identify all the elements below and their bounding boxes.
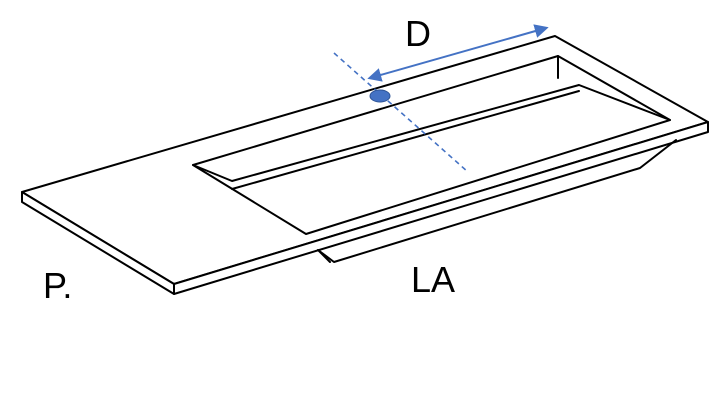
depth-label: D — [405, 13, 431, 54]
double-arrow-icon — [367, 24, 549, 82]
basin-inner-bottom — [231, 90, 580, 190]
slab-side-edge — [173, 121, 709, 295]
side-label: P. — [43, 265, 73, 306]
bowl-underside-left — [317, 249, 331, 263]
drain-hole-icon — [369, 89, 391, 103]
bowl-underside-front — [317, 139, 677, 263]
dashed-axis-line — [333, 52, 469, 173]
width-label: LA — [411, 259, 456, 300]
basin-back-wall — [192, 84, 671, 182]
